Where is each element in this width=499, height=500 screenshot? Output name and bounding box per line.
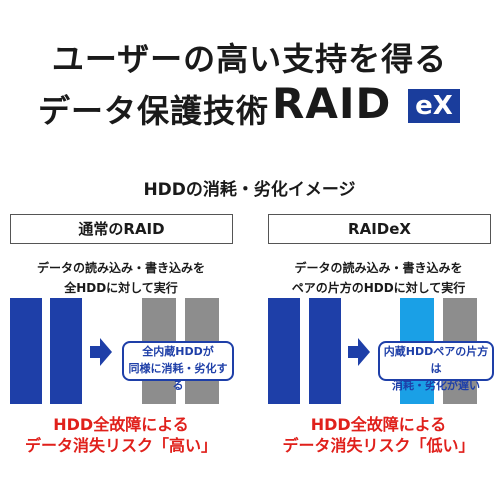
- risk-text-standard: HDD全故障による データ消失リスク「高い」: [0, 414, 242, 456]
- note-bubble-raidex: 内蔵HDDペアの片方は 消耗・劣化が遅い: [378, 341, 494, 392]
- note-line-1: 内蔵HDDペアの片方は: [383, 345, 489, 375]
- panel-label-raidex: RAIDeX: [268, 214, 491, 244]
- headline-line-2: データ保護技術: [38, 92, 270, 130]
- panel-desc-raidex: データの読み込み・書き込みを ペアの片方のHDDに対して実行: [258, 258, 499, 298]
- arrow-right-icon: [90, 338, 112, 366]
- risk-line-1: HDD全故障による: [53, 415, 189, 434]
- hdd-icon-1: [10, 298, 42, 404]
- note-line-2: 消耗・劣化が遅い: [392, 379, 480, 392]
- risk-line-2: データ消失リスク「高い」: [24, 436, 217, 455]
- hdd-icon-2: [50, 298, 82, 404]
- panel-label-standard-raid: 通常のRAID: [10, 214, 233, 244]
- headline-line-1: ユーザーの高い支持を得る: [51, 40, 448, 78]
- diagram-title: HDDの消耗・劣化イメージ: [143, 180, 356, 200]
- hdd-icon-4: [309, 298, 341, 404]
- note-line-1: 全内蔵HDDが: [142, 345, 214, 358]
- risk-text-raidex: HDD全故障による データ消失リスク「低い」: [258, 414, 499, 456]
- note-line-2: 同様に消耗・劣化する: [128, 362, 228, 392]
- panel-desc-standard: データの読み込み・書き込みを 全HDDに対して実行: [0, 258, 242, 298]
- panel-desc-line-2: 全HDDに対して実行: [64, 281, 178, 295]
- raid-logo-text: RAID: [272, 79, 392, 128]
- panel-desc-line-1: データの読み込み・書き込みを: [294, 261, 463, 275]
- risk-line-2: データ消失リスク「低い」: [282, 436, 475, 455]
- risk-line-1: HDD全故障による: [310, 415, 447, 434]
- ex-logo-badge: eX: [408, 89, 460, 123]
- note-bubble-standard: 全内蔵HDDが 同様に消耗・劣化する: [122, 341, 234, 392]
- panel-desc-line-1: データの読み込み・書き込みを: [36, 261, 205, 275]
- arrow-right-icon: [348, 338, 370, 366]
- hdd-icon-3: [268, 298, 300, 404]
- panel-desc-line-2: ペアの片方のHDDに対して実行: [291, 281, 466, 295]
